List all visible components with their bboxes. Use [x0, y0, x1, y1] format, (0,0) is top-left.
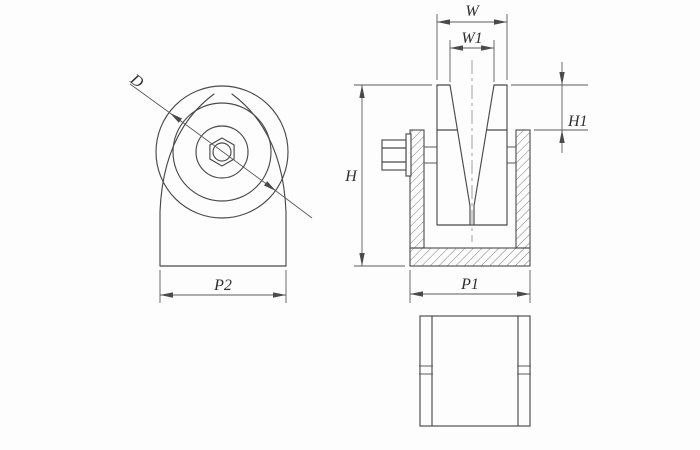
- dimension-groove-width: W1: [449, 30, 495, 82]
- dim-H-extension-lines: [354, 84, 432, 267]
- side-view: D P2: [126, 71, 313, 303]
- dim-D-line: [169, 112, 277, 192]
- bracket-left-edge: [159, 93, 215, 267]
- front-view: W W1 H1 H P1: [344, 3, 588, 303]
- bracket-base-plate: [409, 247, 531, 267]
- left-hole-marks: [419, 365, 433, 375]
- dimension-wheel-diameter: D: [126, 71, 313, 219]
- dim-D-extension-lower: [275, 190, 313, 219]
- dim-H1-label: H1: [567, 113, 588, 130]
- axle-washer: [405, 133, 412, 177]
- dim-W1-label: W1: [461, 30, 482, 47]
- dim-H-label: H: [344, 168, 358, 185]
- bottom-view: [419, 315, 531, 427]
- hub-circle: [195, 125, 249, 179]
- dimension-bracket-width: P1: [409, 270, 531, 303]
- dim-D-extension-upper: [129, 83, 171, 114]
- dim-P2-label: P2: [213, 277, 232, 294]
- right-hole-marks: [517, 365, 531, 375]
- axle-bolt-circle: [212, 142, 232, 162]
- dimension-wheel-width: W: [436, 3, 508, 80]
- dim-P1-label: P1: [460, 276, 479, 293]
- dimension-side-width: P2: [159, 270, 287, 303]
- base-plate-outline: [419, 315, 531, 427]
- axle-nut-flats: [381, 147, 407, 163]
- axle-nut: [381, 139, 407, 171]
- dim-W-label: W: [465, 3, 480, 20]
- dim-D-label: D: [126, 71, 147, 92]
- bracket-left-wall: [409, 129, 425, 249]
- wheel-profile: [436, 84, 508, 226]
- dimension-overall-height: H: [344, 84, 432, 267]
- dimension-rim-height: H1: [511, 62, 588, 153]
- axle-spacer-lines: [424, 146, 516, 164]
- bracket-right-wall: [515, 129, 531, 249]
- wheel-outer-circle: [155, 85, 289, 219]
